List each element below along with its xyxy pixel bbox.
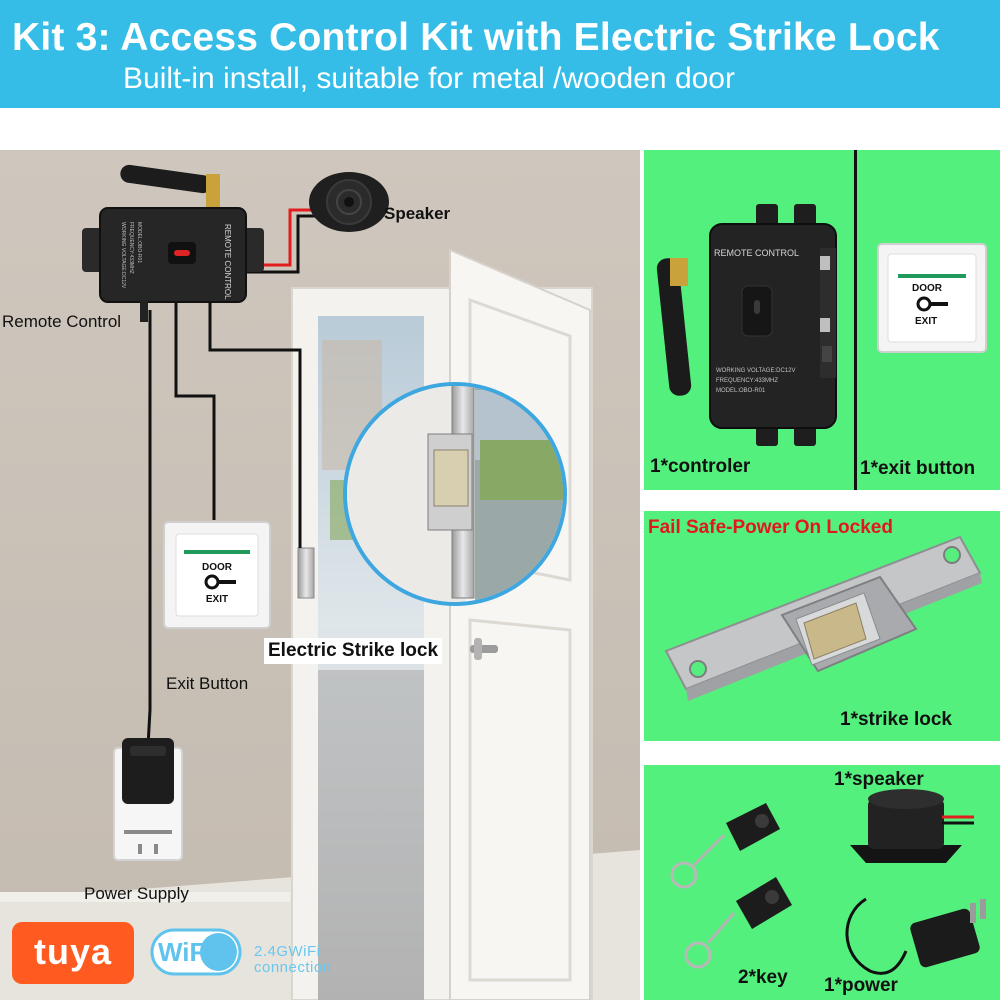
- panel-controller-exit: REMOTE CONTROL WORKING VOLTAGE:DC12V FRE…: [644, 150, 1000, 490]
- wifi-logo-text: WiFi: [158, 937, 213, 967]
- speaker-device: [309, 172, 389, 232]
- power-supply-device: [113, 738, 183, 861]
- panel-strike-lock: Fail Safe-Power On Locked 1*strike lock: [644, 511, 1000, 741]
- power-adapter-icon: [845, 897, 986, 975]
- skirting-board: [0, 892, 290, 902]
- controller-frequency-text: FREQUENCY:433MHZ: [128, 222, 134, 274]
- caption-exit-button: 1*exit button: [860, 458, 976, 479]
- controller-voltage-text: WORKING VOLTAGE:DC12V: [120, 222, 126, 289]
- fail-safe-warning: Fail Safe-Power On Locked: [648, 517, 893, 538]
- exit-product-exit-text: EXIT: [915, 316, 938, 327]
- label-speaker: Speaker: [384, 204, 451, 223]
- wifi-connection-label: connection: [254, 959, 332, 976]
- header-banner: Kit 3: Access Control Kit with Electric …: [0, 0, 1000, 108]
- label-remote-control: Remote Control: [2, 312, 122, 331]
- wifi-logo-icon: WiFi: [150, 928, 242, 976]
- page-subtitle: Built-in install, suitable for metal /wo…: [123, 62, 735, 95]
- caption-speaker: 1*speaker: [834, 769, 924, 790]
- controller-model-label: MODEL:OBO-R01: [716, 388, 766, 394]
- key-fob-icon: [670, 803, 780, 889]
- label-electric-strike-lock: Electric Strike lock: [264, 638, 443, 664]
- installation-scene: REMOTE CONTROL WORKING VOLTAGE:DC12V FRE…: [0, 150, 640, 1000]
- remote-controller-device: [82, 207, 264, 322]
- tuya-logo: tuya: [12, 922, 134, 984]
- panel-accessories: 1*speaker 2*key 1*power: [644, 765, 1000, 1000]
- controller-title-label: REMOTE CONTROL: [714, 248, 800, 258]
- controller-frequency-label: FREQUENCY:433MHZ: [716, 378, 779, 384]
- accessories-illustration: [670, 789, 986, 975]
- exit-button-exit-text: EXIT: [206, 594, 228, 605]
- caption-controller: 1*controler: [650, 456, 751, 477]
- door-handle-plate: [474, 638, 482, 660]
- strike-lock-small: [297, 547, 315, 599]
- controller-model-text: MODEL:OBO-R01: [136, 222, 142, 263]
- door-panel-bottom: [468, 618, 572, 982]
- exit-button-door-text: DOOR: [202, 562, 233, 573]
- controller-title-text: REMOTE CONTROL: [223, 224, 232, 300]
- caption-strike-lock: 1*strike lock: [840, 709, 952, 730]
- outside-pavement: [318, 670, 424, 1000]
- key-fob-icon-2: [684, 877, 792, 969]
- installation-illustration: REMOTE CONTROL WORKING VOLTAGE:DC12V FRE…: [0, 150, 640, 1000]
- antenna-icon: [120, 164, 220, 212]
- label-power-supply: Power Supply: [84, 884, 189, 903]
- speaker-product-icon: [850, 789, 974, 863]
- strike-lock-zoom: [343, 382, 567, 606]
- page-title: Kit 3: Access Control Kit with Electric …: [12, 16, 940, 59]
- exit-product-door-text: DOOR: [912, 283, 942, 294]
- controller-voltage-label: WORKING VOLTAGE:DC12V: [716, 368, 796, 374]
- strike-lock-product-illustration: [664, 535, 982, 701]
- controller-product-illustration: [656, 150, 987, 490]
- wifi-connection-text: 2.4GWiFi connection: [254, 944, 332, 976]
- exit-button-device: [163, 521, 271, 629]
- caption-power: 1*power: [824, 975, 898, 996]
- caption-key: 2*key: [738, 967, 788, 988]
- wifi-band-text: 2.4GWiFi: [254, 943, 321, 960]
- label-exit-button: Exit Button: [166, 674, 249, 693]
